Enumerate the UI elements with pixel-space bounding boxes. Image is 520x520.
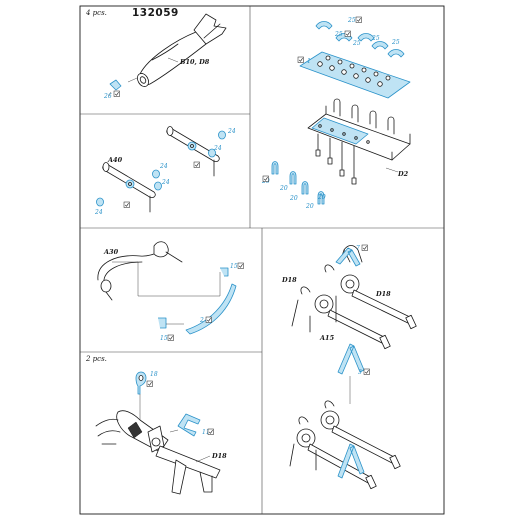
part-label-d2: D2 (397, 170, 409, 178)
panel-mount: 2 pcs. 18 11 D18 (85, 355, 227, 495)
pe-number-25c: 25 (352, 40, 361, 47)
pe-sway-braces-25 (315, 21, 405, 58)
pe-number-24d: 24 (161, 179, 170, 186)
pe-number-20b: 20 (279, 185, 288, 192)
checkbox-26[interactable] (113, 90, 120, 97)
pe-part-26 (109, 79, 122, 91)
bomb-body (137, 13, 227, 87)
panel-shackle: 24 24 24 24 24 A40 (94, 126, 236, 216)
checkbox-15b[interactable] (167, 334, 174, 341)
checkbox-24b[interactable] (123, 201, 130, 208)
pe-number-24e: 24 (94, 209, 103, 216)
pe-clips-20 (271, 161, 325, 205)
pe-number-24a: 24 (227, 128, 236, 135)
checkbox-7[interactable] (361, 244, 368, 251)
pe-number-20d: 20 (305, 203, 314, 210)
part-label-d18-right: D18 (375, 290, 391, 298)
pe-number-25a: 25 (347, 17, 356, 24)
part-label-d18-mount: D18 (211, 452, 227, 460)
shackle-lower (102, 162, 156, 213)
pe-part-18 (135, 371, 147, 395)
pe-part-2 (185, 283, 237, 335)
pe-part-3 (337, 343, 365, 375)
pe-part-7 (335, 247, 361, 267)
pe-number-24b: 24 (213, 145, 222, 152)
pe-number-20e: 20 (317, 194, 326, 201)
checkbox-11[interactable] (207, 428, 214, 435)
rack-body (307, 98, 411, 185)
twin-gun-upper (291, 245, 417, 350)
checkbox-25b[interactable] (344, 30, 351, 37)
pe-number-1: 1 (307, 58, 311, 65)
part-label-a40: A40 (107, 156, 123, 164)
panel-bomb: B10, D8 26 (103, 13, 227, 100)
pe-number-15b: 15 (160, 335, 168, 342)
checkbox-2[interactable] (205, 316, 212, 323)
pe-washers-24 (96, 130, 226, 207)
pe-number-20c: 20 (289, 195, 298, 202)
pe-number-3: 3 (358, 369, 362, 376)
panel-guns: D18 D18 A15 7 3 (281, 244, 417, 404)
pe-number-7: 7 (356, 245, 360, 252)
quantity-label-top: 4 pcs. (85, 9, 107, 17)
checkbox-24a[interactable] (193, 161, 200, 168)
panel-gun-assembled (289, 400, 401, 490)
part-label-a30: A30 (103, 248, 119, 256)
pe-number-25e: 25 (391, 39, 400, 46)
pe-number-11: 11 (202, 429, 210, 436)
part-label-a15: A15 (319, 334, 335, 342)
checkbox-20[interactable] (262, 175, 269, 182)
pe-number-24c: 24 (159, 163, 168, 170)
checkbox-15a[interactable] (237, 262, 244, 269)
pe-number-2: 2 (199, 317, 204, 324)
pe-number-18: 18 (150, 371, 158, 378)
checkbox-3[interactable] (363, 368, 370, 375)
pe-part-15 (158, 317, 167, 329)
pe-number-25b: 25 (334, 31, 343, 38)
pe-number-15a: 15 (230, 263, 238, 270)
mount-body (95, 410, 221, 495)
pe-number-26: 26 (103, 93, 112, 100)
shackle-upper (166, 126, 220, 177)
quantity-label-bottom: 2 pcs. (85, 355, 107, 363)
checkbox-18[interactable] (146, 380, 153, 387)
checkbox-25a[interactable] (355, 16, 362, 23)
pe-number-25d: 25 (371, 35, 380, 42)
panel-rack: 25 25 25 25 25 1 (261, 16, 411, 210)
part-label-d18-left: D18 (281, 276, 297, 284)
part-label-b10-d8: B10, D8 (179, 58, 210, 66)
checkbox-1[interactable] (297, 56, 304, 63)
kit-code: 132059 (132, 7, 179, 19)
panel-wire: A30 15 2 15 (97, 241, 244, 342)
pe-plate-1 (299, 51, 411, 99)
pe-part-11 (177, 413, 201, 437)
